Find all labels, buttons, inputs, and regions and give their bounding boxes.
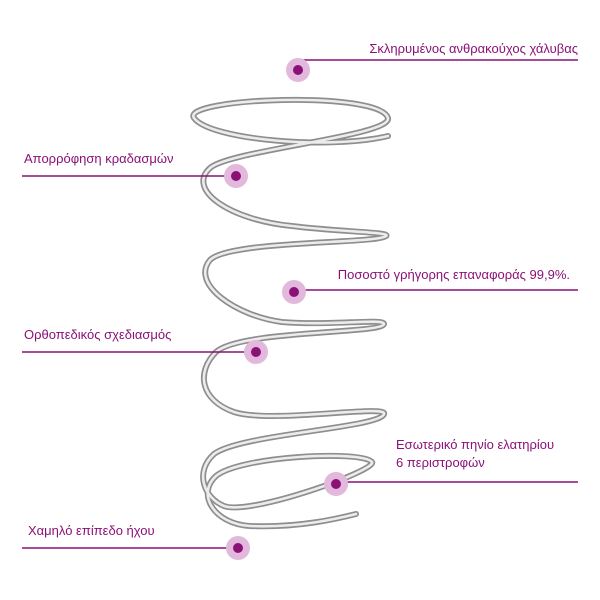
callout-inner-spring-line2: 6 περιστροφών [396,455,485,470]
marker-steel [286,58,310,82]
callout-noise-label: Χαμηλό επίπεδο ήχου [28,523,155,538]
callout-steel-label: Σκληρυμένος ανθρακούχος χάλυβας [369,41,578,56]
marker-shock [224,164,248,188]
callout-inner-spring-line1: Εσωτερικό πηνίο ελατηρίου [396,437,555,452]
marker-orthopedic [244,340,268,364]
marker-inner-spring [324,472,348,496]
leader-lines [22,59,578,549]
callout-inner-spring-label: Εσωτερικό πηνίο ελατηρίου 6 περιστροφών [396,436,554,472]
marker-recovery [282,280,306,304]
callout-recovery-label: Ποσοστό γρήγορης επαναφοράς 99,9%. [337,267,570,282]
callout-shock-label: Απορρόφηση κραδασμών [24,151,174,166]
callout-orthopedic-label: Ορθοπεδικός σχεδιασμός [24,327,172,342]
marker-dots [224,58,348,560]
marker-noise [226,536,250,560]
coil-spring [190,96,391,530]
